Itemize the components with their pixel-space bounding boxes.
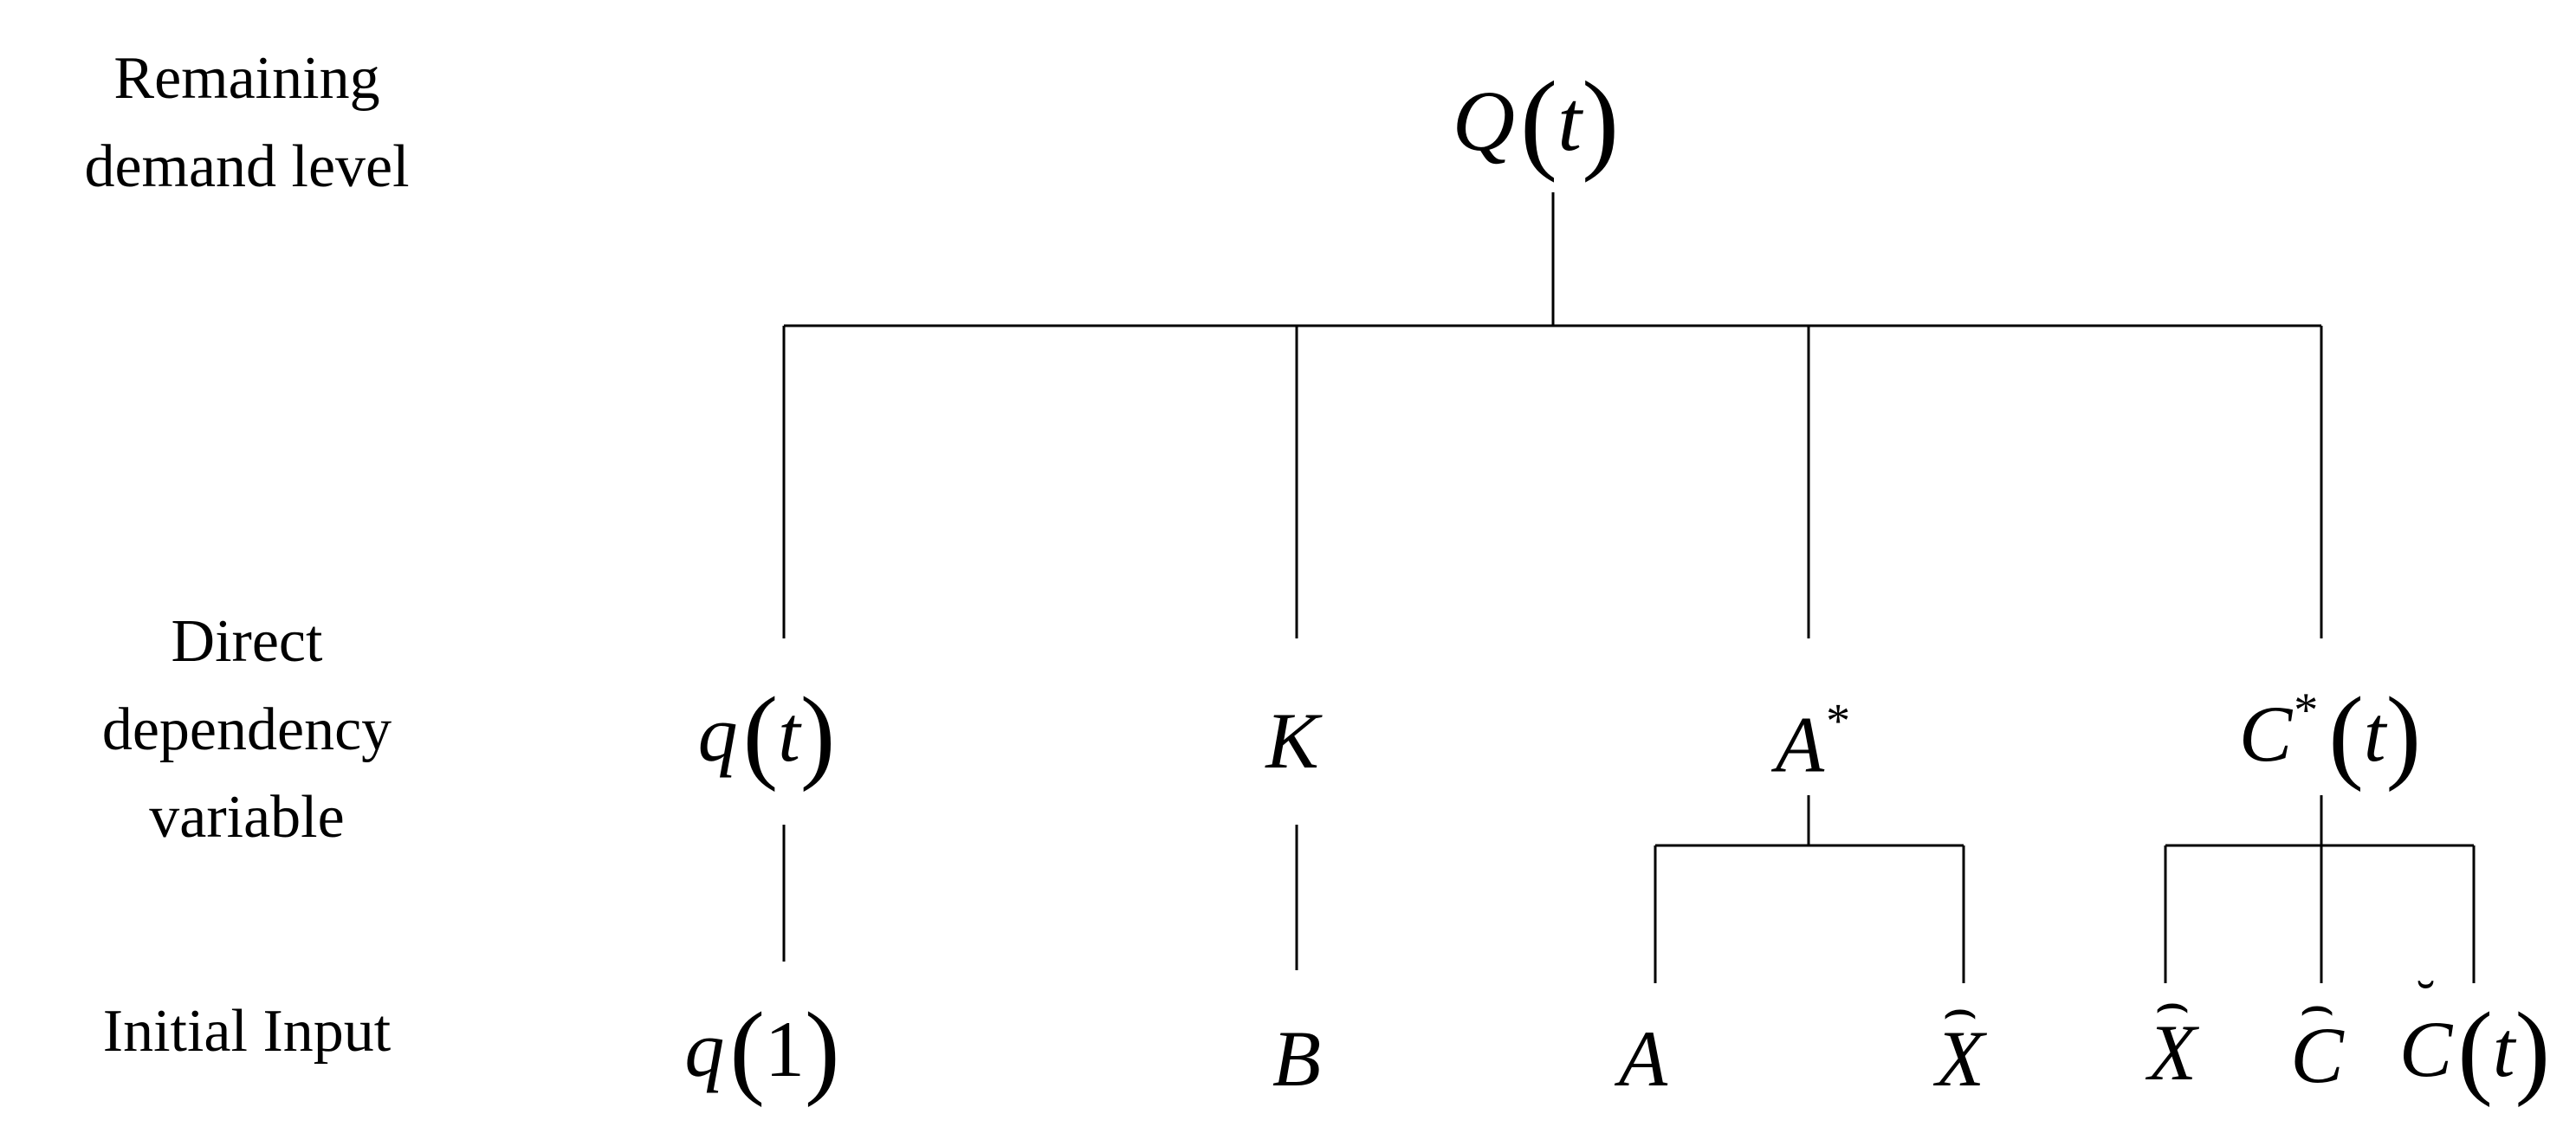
node-symbol: X [2147,1008,2197,1097]
node-argument: t [778,690,800,778]
paren-close: ) [805,991,840,1108]
row-label-line: Direct [171,608,323,675]
row-label-line: dependency [101,696,392,763]
node-argument: t [1557,73,1582,169]
node-symbol: Q [1452,73,1515,169]
node-symbol: C [2238,690,2293,778]
paren-open: ( [742,676,779,793]
node-c-hat: ⌢C [2290,979,2343,1096]
node-a: A [1619,1019,1667,1098]
node-c-breve-of-t: ˘C(t) [2398,973,2550,1103]
node-symbol: B [1272,1014,1322,1103]
node-symbol: A [1775,700,1825,789]
node-b: B [1272,1019,1321,1098]
row-label-line: demand level [84,133,410,200]
node-symbol: C [2290,1011,2344,1099]
row-label-line: variable [149,784,345,851]
node-symbol: q [684,1005,725,1093]
paren-open: ( [1519,59,1558,184]
node-accent: ⌢ [2298,975,2336,1037]
node-accent: ⌢ [1941,979,1979,1040]
paren-open: ( [2328,676,2364,793]
node-accent: ⌢ [2153,973,2191,1034]
node-symbol: C [2398,1005,2453,1093]
node-x-hat-under-c-star: ⌢X [2148,976,2197,1093]
node-argument: t [2363,690,2386,778]
node-superscript: * [1826,694,1851,748]
row-label-line: Remaining [113,45,380,112]
paren-close: ) [1582,59,1620,184]
node-k: K [1265,701,1318,780]
paren-close: ) [2385,676,2422,793]
node-symbol: K [1265,696,1319,785]
node-argument: t [2492,1005,2515,1093]
row-label-remaining-demand-level: Remaining demand level [22,35,472,211]
row-label-initial-input: Initial Input [22,988,472,1076]
node-argument: 1 [765,1005,805,1093]
node-symbol: q [697,690,738,778]
node-c-star-of-t: C*(t) [2239,682,2421,787]
node-x-hat-under-a-star: ⌢X [1936,982,1984,1099]
node-accent: ˘ [2416,969,2436,1031]
paren-close: ) [799,676,836,793]
node-q-of-t-root: Q(t) [1453,65,1620,178]
paren-open: ( [2457,991,2493,1108]
paren-open: ( [729,991,765,1108]
node-q-of-1: q(1) [684,997,839,1103]
paren-close: ) [2515,991,2551,1108]
node-q-of-t: q(t) [698,682,836,787]
row-label-direct-dependency-variable: Direct dependency variable [22,598,472,862]
node-symbol: X [1935,1014,1985,1103]
node-symbol: A [1618,1014,1668,1103]
node-superscript: * [2294,683,2319,737]
row-label-line: Initial Input [102,998,392,1065]
node-a-star: A* [1776,697,1850,785]
